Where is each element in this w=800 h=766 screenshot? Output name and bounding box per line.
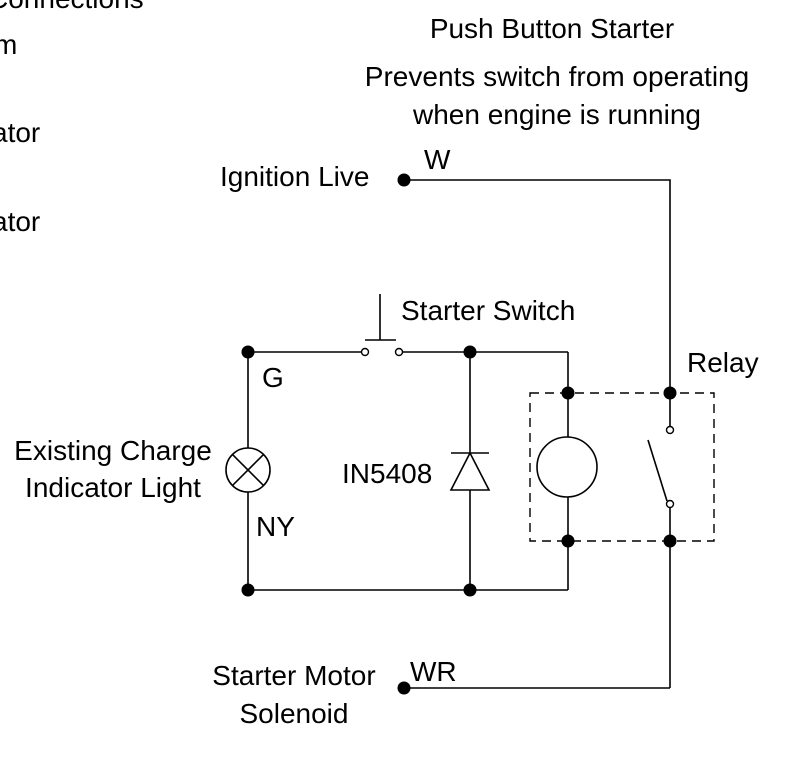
wire-g-label: G	[262, 362, 284, 393]
starter-switch-label: Starter Switch	[401, 295, 575, 326]
diagram-note-line-2: when engine is running	[412, 99, 701, 130]
ignition-live-wire	[404, 179, 671, 393]
switch-contact-right	[394, 347, 404, 357]
cropped-label-4: ator	[0, 206, 40, 237]
switch-contact-left	[360, 347, 370, 357]
junction-relay-bottom	[663, 534, 677, 548]
cropped-label-1: Connections	[0, 0, 144, 14]
solenoid-terminal	[397, 681, 411, 695]
charge-light-label-line-1: Existing Charge	[14, 435, 212, 466]
relay-enclosure	[529, 392, 715, 542]
relay-contact-top	[665, 425, 675, 435]
cropped-label-2: m	[0, 29, 17, 60]
junction-coil-bottom	[561, 534, 575, 548]
junction-diode-bottom	[463, 583, 477, 597]
wire-w-label: W	[424, 144, 451, 175]
relay-contact-bottom	[665, 499, 675, 509]
wire-wr-label: WR	[410, 656, 457, 687]
indicator-lamp-cross-2	[231, 453, 265, 487]
wire-ny-label: NY	[256, 511, 295, 542]
push-button-actuator	[365, 294, 396, 341]
diagram-note-line-1: Prevents switch from operating	[365, 61, 749, 92]
starter-motor-label-line-2: Solenoid	[240, 698, 349, 729]
charge-light-label-line-2: Indicator Light	[25, 472, 201, 503]
relay-contact-blade	[647, 439, 668, 502]
diode-symbol	[449, 451, 491, 491]
cropped-label-3: ator	[0, 117, 40, 148]
diode-label: IN5408	[342, 458, 432, 489]
ignition-live-label: Ignition Live	[220, 161, 369, 192]
relay-coil	[536, 436, 598, 498]
relay-label: Relay	[687, 347, 759, 378]
starter-motor-label-line-1: Starter Motor	[212, 660, 375, 691]
diagram-title: Push Button Starter	[430, 13, 674, 44]
